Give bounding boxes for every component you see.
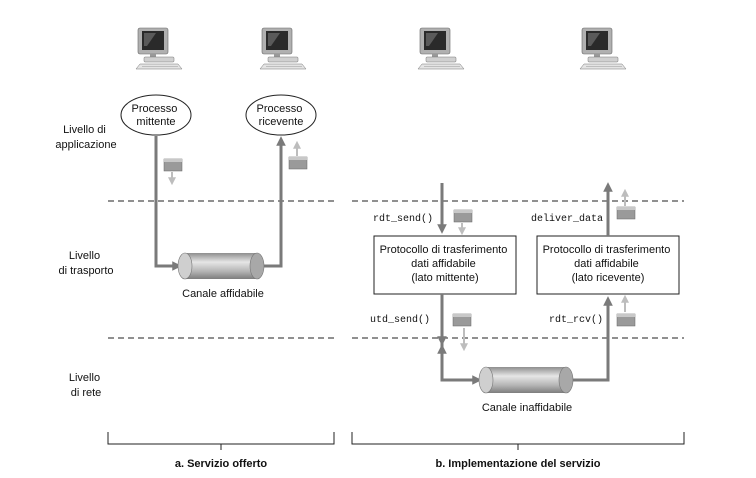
receiver-protocol-label-line-2: dati affidabile bbox=[574, 258, 639, 270]
receiver-protocol-label-line-1: Protocollo di trasferimento bbox=[543, 244, 671, 256]
sender-protocol-label-line-3: (lato mittente) bbox=[411, 272, 478, 284]
transport-layer-label-line-2: di trasporto bbox=[58, 265, 113, 277]
receiver-process-label-line-2: ricevente bbox=[259, 116, 304, 128]
application-layer-label-line-1: Livello di bbox=[63, 124, 106, 136]
rdt-rcv-label: rdt_rcv() bbox=[549, 314, 603, 326]
sender-protocol-label: Protocollo di trasferimento dati affidab… bbox=[380, 244, 511, 284]
reliable-channel-label: Canale affidabile bbox=[182, 288, 264, 300]
receiver-protocol-label: Protocollo di trasferimento dati affidab… bbox=[543, 244, 674, 284]
reliable-channel-cylinder bbox=[177, 252, 265, 280]
receiver-computer-icon-right bbox=[579, 27, 627, 70]
udt-send-path bbox=[440, 294, 482, 385]
rdt-send-label: rdt_send() bbox=[373, 213, 433, 225]
receiver-protocol-box bbox=[536, 235, 680, 295]
sender-computer-icon-right bbox=[417, 27, 465, 70]
receiver-process-ellipse bbox=[245, 94, 317, 136]
receiver-computer-icon bbox=[259, 27, 307, 70]
rdt-rcv-path bbox=[572, 296, 613, 382]
left-receive-packet-icon bbox=[288, 156, 308, 170]
rdt-rcv-packet-icon bbox=[616, 313, 636, 327]
sender-process-label-line-2: mittente bbox=[136, 116, 175, 128]
left-deliver-path bbox=[262, 136, 286, 268]
left-bracket bbox=[107, 432, 335, 450]
sender-process-label: Processo mittente bbox=[132, 103, 181, 128]
network-layer-label: Livello di rete bbox=[69, 372, 103, 399]
transport-layer-label-line-1: Livello bbox=[69, 250, 100, 262]
sender-process-label-line-1: Processo bbox=[132, 103, 178, 115]
receiver-process-label: Processo ricevente bbox=[257, 103, 306, 128]
caption-service-implementation: b. Implementazione del servizio bbox=[435, 458, 600, 470]
udt-send-packet-icon bbox=[452, 313, 472, 327]
sender-protocol-label-line-1: Protocollo di trasferimento bbox=[380, 244, 508, 256]
application-layer-label: Livello di applicazione bbox=[55, 124, 116, 151]
unreliable-channel-label: Canale inaffidabile bbox=[482, 402, 572, 414]
udt-send-label: utd_send() bbox=[370, 314, 430, 326]
receiver-process-label-line-1: Processo bbox=[257, 103, 303, 115]
rdt-send-packet-icon bbox=[453, 209, 473, 223]
application-layer-label-line-2: applicazione bbox=[55, 139, 116, 151]
sender-computer-icon bbox=[135, 27, 183, 70]
right-bracket bbox=[351, 432, 685, 450]
network-layer-label-line-2: di rete bbox=[71, 387, 102, 399]
sender-process-ellipse bbox=[120, 94, 192, 136]
caption-service-offered: a. Servizio offerto bbox=[175, 458, 268, 470]
left-send-packet-icon bbox=[163, 158, 183, 172]
transport-layer-label: Livello di trasporto bbox=[58, 250, 113, 277]
network-layer-label-line-1: Livello bbox=[69, 372, 100, 384]
sender-protocol-box bbox=[373, 235, 517, 295]
deliver-packet-icon bbox=[616, 206, 636, 220]
sender-protocol-label-line-2: dati affidabile bbox=[411, 258, 476, 270]
deliver-data-label: deliver_data bbox=[531, 213, 603, 225]
unreliable-channel-cylinder bbox=[478, 366, 574, 394]
receiver-protocol-label-line-3: (lato ricevente) bbox=[572, 272, 645, 284]
left-send-path bbox=[154, 136, 182, 271]
